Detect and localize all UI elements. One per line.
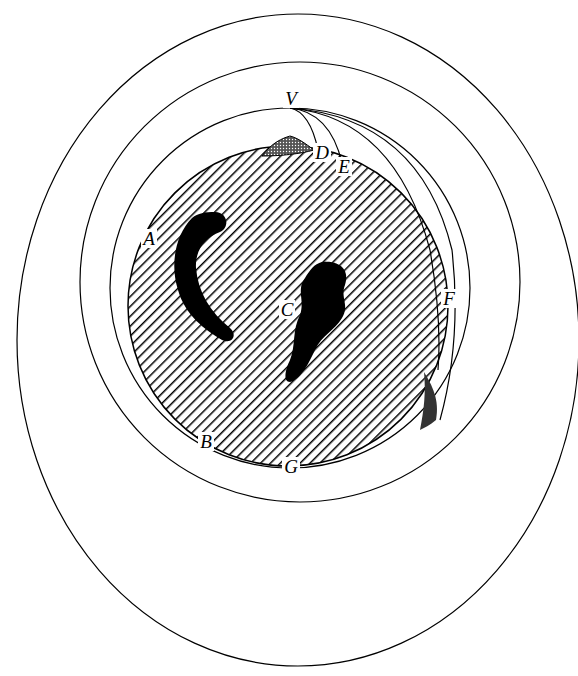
inner-orbit xyxy=(110,108,470,468)
point-label: C xyxy=(279,300,296,319)
point-label: E xyxy=(336,157,352,176)
continent xyxy=(420,372,437,430)
continent xyxy=(285,262,346,382)
trajectory xyxy=(290,108,455,420)
point-label: B xyxy=(198,432,214,451)
point-label: D xyxy=(313,143,331,162)
projectile-paths xyxy=(290,108,455,420)
point-label: F xyxy=(441,289,457,308)
outer-orbit xyxy=(17,14,578,666)
point-label: V xyxy=(283,89,299,108)
earth xyxy=(128,146,448,466)
trajectory xyxy=(290,108,439,370)
point-label: A xyxy=(141,229,157,248)
point-label: G xyxy=(282,457,300,476)
mountain xyxy=(262,136,314,156)
middle-orbit xyxy=(80,62,520,502)
continent xyxy=(174,212,233,341)
